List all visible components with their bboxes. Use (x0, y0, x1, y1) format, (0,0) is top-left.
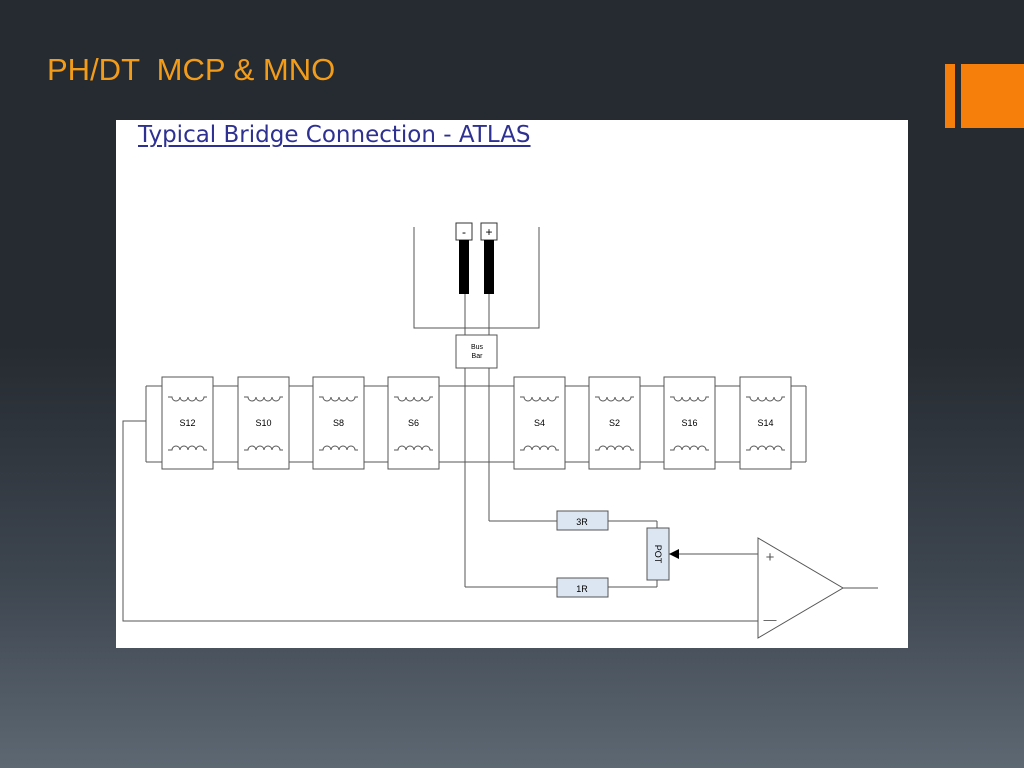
tank-outline (413, 227, 540, 329)
bus-bar-label-line1: Bus (471, 344, 484, 351)
segment-label: S16 (681, 418, 697, 428)
plus-label: + (485, 225, 492, 239)
diagram-heading[interactable]: Typical Bridge Connection - ATLAS (138, 122, 531, 148)
minus-terminal: - (455, 222, 473, 241)
segment-s16: S16 (663, 376, 716, 470)
upper-coil-icon (394, 396, 433, 402)
segment-box (588, 376, 641, 470)
potentiometer-label: POT (653, 545, 663, 564)
accent-bar (945, 64, 955, 128)
upper-coil-icon (244, 396, 283, 402)
minus-label: - (462, 225, 466, 239)
upper-coil-icon (520, 396, 559, 402)
diagram-panel: Typical Bridge Connection - ATLAS (116, 120, 908, 648)
bus-bar-label-line2: Bar (472, 353, 484, 360)
segment-label: S14 (757, 418, 773, 428)
segment-box (663, 376, 716, 470)
segment-s4: S4 (513, 376, 566, 470)
resistor-3r-label: 3R (576, 517, 588, 527)
lower-coil-icon (520, 445, 559, 451)
segment-box (387, 376, 440, 470)
segment-box (739, 376, 792, 470)
segment-group: S12 S10 S8 S6 S4 S2 S16 S14 (161, 376, 792, 470)
segment-box (161, 376, 214, 470)
lower-coil-icon (670, 445, 709, 451)
lower-coil-icon (746, 445, 785, 451)
segment-box (312, 376, 365, 470)
upper-coil-icon (746, 396, 785, 402)
segment-s12: S12 (161, 376, 214, 470)
upper-coil-icon (168, 396, 207, 402)
resistor-3r: 3R (556, 510, 609, 531)
bridge-schematic: - + Bus Bar S12 S10 S8 S6 S4 S2 S16 S14 3R 1R P… (122, 222, 878, 639)
plus-electrode (484, 240, 494, 294)
segment-label: S4 (534, 418, 545, 428)
op-amp-minus-label: — (764, 612, 777, 627)
plus-terminal: + (480, 222, 498, 241)
lower-coil-icon (319, 445, 358, 451)
lower-coil-icon (394, 445, 433, 451)
upper-coil-icon (670, 396, 709, 402)
segment-s8: S8 (312, 376, 365, 470)
segment-box (237, 376, 290, 470)
upper-coil-icon (319, 396, 358, 402)
segment-s6: S6 (387, 376, 440, 470)
segment-label: S2 (609, 418, 620, 428)
segment-label: S6 (408, 418, 419, 428)
segment-label: S10 (255, 418, 271, 428)
slide-title: PH/DT MCP & MNO (47, 52, 336, 87)
op-amp: + — (757, 537, 844, 639)
lower-coil-icon (168, 445, 207, 451)
segment-s14: S14 (739, 376, 792, 470)
segment-box (513, 376, 566, 470)
segment-s2: S2 (588, 376, 641, 470)
lower-coil-icon (595, 445, 634, 451)
accent-block (961, 64, 1024, 128)
bus-bar: Bus Bar (455, 334, 498, 369)
minus-electrode (459, 240, 469, 294)
segment-label: S12 (179, 418, 195, 428)
segment-label: S8 (333, 418, 344, 428)
resistor-1r-label: 1R (576, 584, 588, 594)
upper-coil-icon (595, 396, 634, 402)
resistor-1r: 1R (556, 577, 609, 598)
op-amp-plus-label: + (766, 549, 775, 566)
potentiometer: POT (646, 527, 670, 581)
lower-coil-icon (244, 445, 283, 451)
segment-s10: S10 (237, 376, 290, 470)
wiper-arrow-icon (669, 549, 679, 559)
